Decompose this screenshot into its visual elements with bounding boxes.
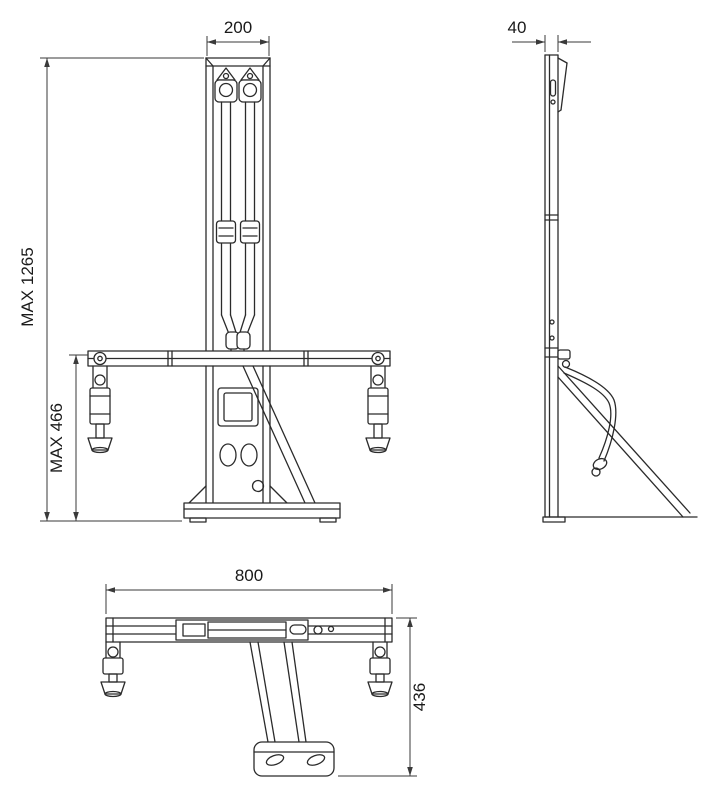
side-view-dimensions bbox=[512, 35, 591, 52]
side-view-drawing bbox=[542, 54, 698, 523]
dim-label-plan-height: 436 bbox=[410, 683, 429, 711]
dim-label-front-lower-height: MAX 466 bbox=[47, 403, 66, 473]
dim-label-plan-width: 800 bbox=[235, 566, 263, 585]
side-view-dimension-arrows bbox=[536, 39, 567, 45]
dim-label-front-total-height: MAX 1265 bbox=[18, 247, 37, 326]
dim-label-front-width: 200 bbox=[224, 18, 252, 37]
front-view-drawing bbox=[87, 57, 391, 523]
plan-view-drawing bbox=[100, 617, 393, 777]
front-view-dimension-arrows bbox=[44, 39, 269, 521]
front-view-dimensions bbox=[40, 36, 270, 522]
plan-view-dimensions bbox=[105, 584, 417, 777]
plan-view-dimension-arrows bbox=[106, 587, 413, 776]
dim-label-side-depth: 40 bbox=[508, 18, 527, 37]
